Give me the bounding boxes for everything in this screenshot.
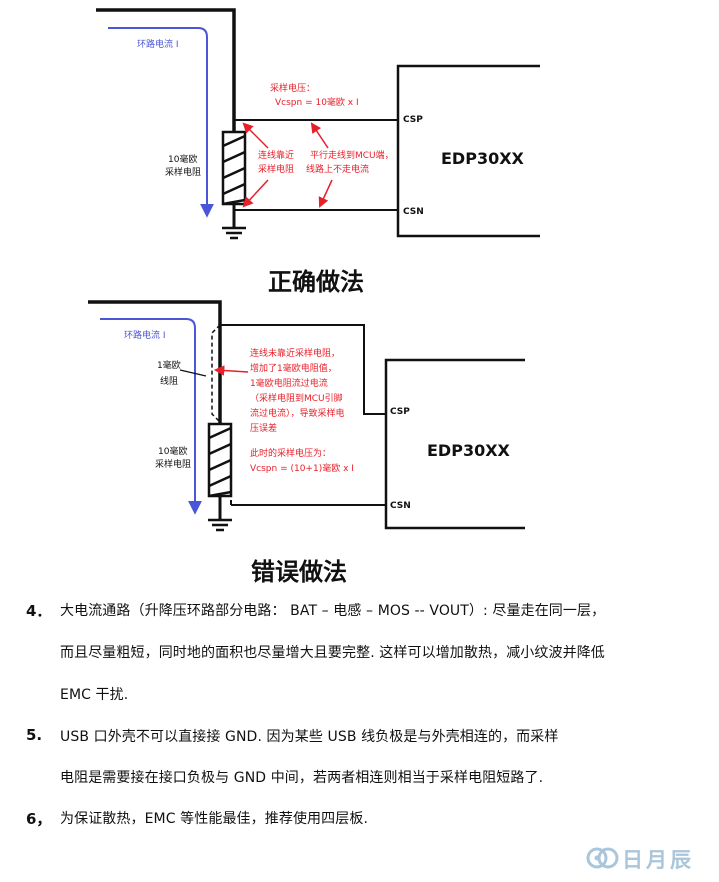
pin-csn-label: CSN: [403, 207, 424, 217]
paragraph-4-number: 4．: [26, 602, 52, 620]
current-label: 环路电流 I: [137, 38, 179, 50]
paragraph-5-line-1: USB 口外壳不可以直接接 GND. 因为某些 USB 线负极是与外壳相连的，而…: [60, 729, 559, 745]
ground-icon-2: [208, 518, 232, 532]
diagram-wrong: EDP30XX CSP CSN 环路电流 I 1毫欧 线阻 10毫欧 采样电阻 …: [88, 300, 525, 586]
paragraph-6-number: 6，: [26, 810, 52, 828]
note-arrow-down-left: [242, 179, 269, 208]
voltage-title: 采样电压：: [270, 82, 315, 94]
caption-wrong: 错误做法: [251, 558, 347, 586]
pin-csp-label-2: CSP: [390, 407, 410, 417]
note-arrow-up-left: [242, 122, 269, 149]
paragraph-4-line-1: 大电流通路（升降压环路部分电路： BAT – 电感 – MOS -- VOUT）…: [60, 603, 606, 619]
chip-box: [396, 64, 540, 238]
current-arrow-2: [100, 318, 202, 515]
csp-sense-wire-2: [220, 324, 386, 415]
pin-csp-label: CSP: [403, 115, 423, 125]
watermark-logo-icon: [586, 847, 619, 869]
wrong-voltage-title: 此时的采样电压为：: [250, 447, 331, 459]
paragraph-4-line-2: 而且尽量粗短，同时地的面积也尽量增大且要完整. 这样可以增加散热，减小纹波并降低: [60, 645, 605, 661]
circuit-diagrams: EDP30XX CSP CSN 环路电流 I 10毫欧 采样电阻 采样电压： V…: [88, 8, 540, 586]
wrong-note-line4: （采样电阻到MCU引脚: [250, 392, 343, 404]
main-power-wire: [96, 8, 236, 132]
line-resistor-pointer: [179, 369, 207, 377]
note-arrow-down-right: [318, 179, 333, 208]
wrong-note-line3: 1毫欧电阻流过电流: [250, 377, 328, 389]
note-right-line2: 线路上不走电流: [306, 163, 369, 175]
resistor2-value-label: 10毫欧: [158, 445, 187, 457]
chip-label-2: EDP30XX: [427, 441, 511, 460]
wrong-note-line1: 连线未靠近采样电阻，: [250, 347, 340, 359]
chip-box-2: [384, 358, 525, 530]
wrong-note-arrow: [213, 365, 249, 376]
chip-label: EDP30XX: [441, 149, 525, 168]
wrong-note-line5: 流过电流），导致采样电: [250, 407, 345, 419]
line-resistance-dashed: [211, 324, 221, 423]
diagram-correct: EDP30XX CSP CSN 环路电流 I 10毫欧 采样电阻 采样电压： V…: [96, 8, 540, 296]
watermark: 日月辰: [586, 842, 714, 874]
ground-icon: [222, 226, 246, 240]
paragraph-6-line-1: 为保证散热，EMC 等性能最佳，推荐使用四层板.: [60, 811, 368, 827]
current-label-2: 环路电流 I: [124, 329, 166, 341]
paragraph-4-line-3: EMC 干扰.: [60, 687, 129, 703]
pin-csn-label-2: CSN: [390, 501, 411, 511]
line-resistor-value-label: 1毫欧: [157, 359, 181, 371]
voltage-formula: Vcspn = 10毫欧 x I: [275, 96, 359, 108]
wrong-note-line6: 压误差: [250, 422, 277, 434]
watermark-text: 日月辰: [622, 848, 694, 872]
wrong-note-line2: 增加了1毫欧电阻值，: [250, 362, 337, 374]
paragraph-5-line-2: 电阻是需要接在接口负极与 GND 中间，若两者相连则相当于采样电阻短路了.: [60, 770, 544, 786]
note-left-line2: 采样电阻: [258, 163, 294, 175]
main-power-wire-2: [88, 300, 222, 424]
resistor-value-label: 10毫欧: [168, 153, 197, 165]
paragraph-5-number: 5.: [26, 726, 43, 744]
sampling-resistor-hatch: [222, 134, 246, 206]
resistor-name-label: 采样电阻: [165, 166, 201, 178]
sampling-resistor-2-hatch: [208, 426, 232, 498]
caption-correct: 正确做法: [268, 268, 364, 296]
note-right-line1: 平行走线到MCU端，: [310, 149, 394, 161]
resistor2-name-label: 采样电阻: [155, 458, 191, 470]
line-resistor-name-label: 线阻: [160, 375, 178, 387]
note-left-line1: 连线靠近: [258, 149, 294, 161]
wrong-voltage-formula: Vcspn = (10+1)毫欧 x I: [250, 462, 354, 474]
note-arrow-up-right: [310, 122, 329, 149]
current-arrow: [108, 27, 214, 218]
